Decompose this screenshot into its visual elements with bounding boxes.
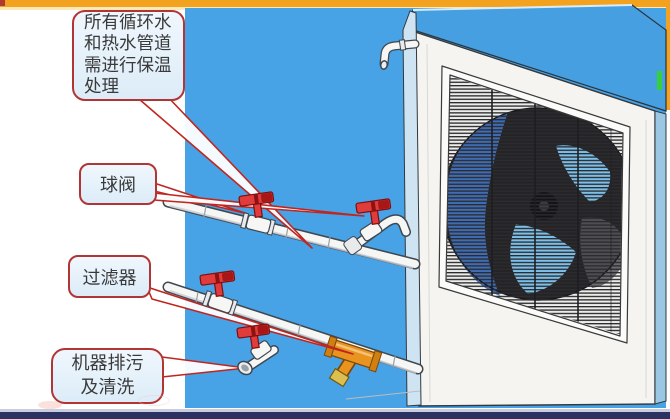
stub-open-end (380, 60, 388, 70)
strainer-flange-right (368, 350, 383, 373)
slide-right-strip (666, 0, 670, 110)
riser-joint (343, 236, 363, 256)
ball-valve-riser (355, 198, 392, 242)
grille-frame (439, 67, 630, 343)
unit-right-side-panel (654, 110, 667, 405)
callout-drain-text: 机器排污 及清洗 (71, 353, 144, 398)
ball-valve-lower (199, 270, 239, 316)
strainer-cap (328, 367, 350, 388)
callout-filter: 过滤器 (68, 255, 151, 298)
ball-valve-drain (236, 323, 272, 360)
green-mark (657, 71, 662, 90)
stub-coupling (398, 39, 407, 51)
upper-water-pipe (162, 196, 421, 270)
callout-drain-note: 机器排污 及清洗 (51, 348, 164, 404)
unit-top-edge-highlight (412, 4, 633, 11)
callout-filter-text: 过滤器 (82, 267, 137, 289)
bottom-bar-edge (0, 409, 670, 412)
valve-handle (236, 323, 271, 350)
drain-outlet (237, 360, 253, 376)
fan-grille (438, 65, 631, 344)
valve-handle (238, 191, 275, 219)
callout-insulation-note: 所有循环水 和热水管道 需进行保温 处理 (72, 10, 185, 101)
ball-valve-upper (238, 191, 276, 236)
drain-branch (243, 345, 279, 372)
riser-pipe (343, 214, 411, 256)
faint-smudge-outline (138, 395, 170, 406)
valve-handle (199, 270, 236, 298)
heat-pump-unit (345, 4, 667, 407)
callout-ball-valve-text: 球阀 (100, 175, 136, 196)
slide-bottom-bar (0, 412, 670, 419)
valve-handle (355, 198, 392, 226)
faint-smudge (38, 401, 62, 409)
top-pipe-stub (379, 39, 420, 70)
slide-top-bar (0, 0, 670, 7)
unit-left-rim (402, 10, 422, 407)
callout-insulation-text: 所有循环水 和热水管道 需进行保温 处理 (84, 12, 172, 98)
corner-accent-square (0, 0, 5, 6)
callout-ball-valve: 球阀 (79, 163, 157, 205)
